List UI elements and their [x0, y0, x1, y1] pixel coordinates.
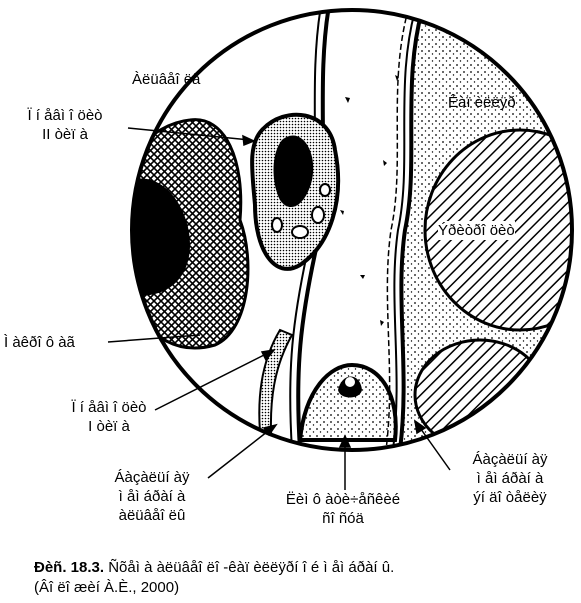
label-capillary: Êàï èëëÿð — [448, 94, 516, 111]
label-macrophage: Ì àêðî ô àã — [4, 334, 75, 351]
label-alveola: Àëüâåî ëà — [132, 71, 201, 88]
macrophage-nucleus — [132, 178, 190, 296]
label-pneumocyte2-line1: Ï í åâì î öèò — [27, 107, 103, 124]
caption-number: Ðèñ. 18.3. — [34, 559, 105, 576]
label-basal-alveolar-line3: àëüâåî ëû — [118, 507, 186, 524]
label-lymph-line1: Ëèì ô àòè÷åñêèé — [285, 491, 401, 508]
label-pneumocyte1-line2: I òèï à — [88, 418, 130, 435]
label-erythrocyte: Ýðèòðî öèò — [438, 221, 515, 240]
lymphatic-vessel — [297, 362, 398, 442]
label-basal-endothelium-line1: Áàçàëüí àÿ — [472, 451, 548, 468]
label-pneumocyte2-line2: II òèï à — [42, 126, 88, 143]
alveolar-capillary-membrane-diagram — [107, 8, 574, 490]
leader-basal-endothelium — [417, 424, 451, 471]
endothelium-layer — [392, 10, 419, 450]
label-pneumocyte2: Ï í åâì î öèò II òèï à — [2, 106, 128, 144]
field-of-view-circle — [130, 8, 574, 452]
label-basal-alveolar-line2: ì åì áðàí à — [118, 488, 186, 505]
label-basal-alveolar-line1: Áàçàëüí àÿ — [114, 469, 190, 486]
label-basal-endothelium-line2: ì åì áðàí à — [476, 470, 544, 487]
figure-caption: Ðèñ. 18.3. Ñõåì à àëüâåî ëî -êàï èëëÿðí … — [34, 558, 394, 598]
leader-pneumocyte1 — [154, 351, 271, 411]
leader-basal-alveolar — [207, 427, 273, 479]
pneumocyte2-nucleus — [273, 135, 314, 208]
caption-text: Ñõåì à àëüâåî ëî -êàï èëëÿðí î é ì åì áð… — [108, 559, 395, 576]
caption-source: (Âî ëî æèí À.È., 2000) — [34, 579, 180, 596]
label-lymph-line2: ñî ñóä — [322, 510, 364, 527]
label-pneumocyte1-line1: Ï í åâì î öèò — [71, 399, 147, 416]
leader-pneumocyte2 — [127, 127, 251, 141]
label-basal-endothelium-line3: ýí äî òåëèÿ — [473, 489, 547, 506]
leader-macrophage — [107, 334, 201, 343]
label-lymph-space: Ëèì ô àòè÷åñêèé ñî ñóä — [255, 490, 431, 528]
label-basal-alveolar: Áàçàëüí àÿ ì åì áðàí à àëüâåî ëû — [90, 468, 214, 525]
label-pneumocyte1: Ï í åâì î öèò I òèï à — [46, 398, 172, 436]
label-basal-endothelium: Áàçàëüí àÿ ì åì áðàí à ýí äî òåëèÿ — [446, 450, 574, 507]
